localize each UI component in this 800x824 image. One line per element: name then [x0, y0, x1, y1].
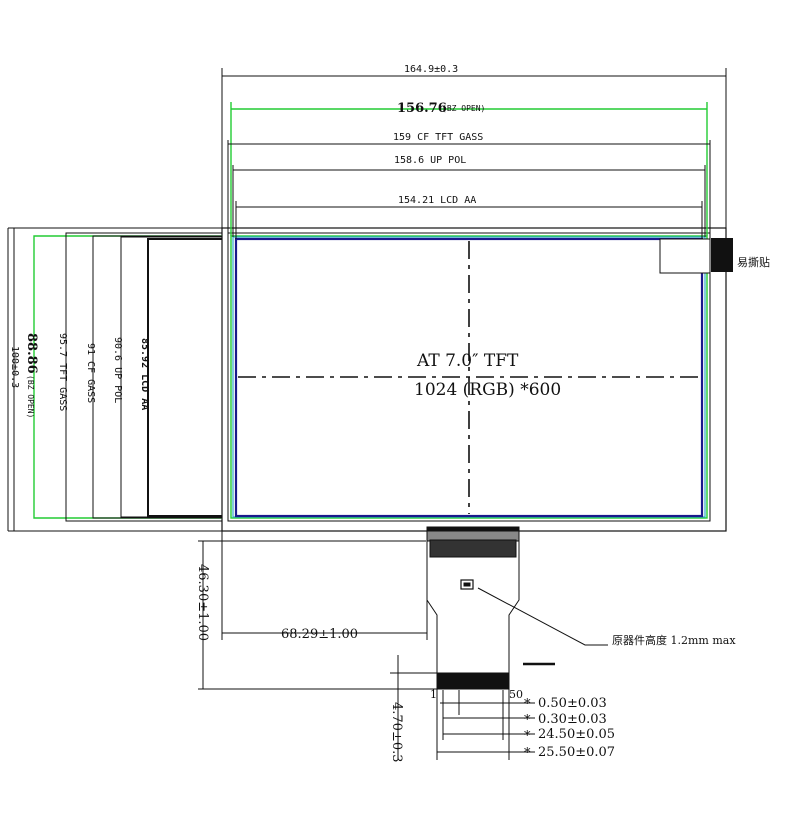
bz-open-outline: [230, 235, 708, 519]
pin-first-label: 1: [430, 688, 437, 701]
pin-width-star: *: [524, 697, 531, 712]
component-height-label: 原器件高度 1.2mm max: [612, 633, 736, 647]
fpc-offset-label: 68.29±1.00: [281, 627, 358, 642]
panel-layers: [227, 232, 711, 522]
up-pol-height-label: 90.6 UP POL: [112, 337, 123, 403]
pin-pitch-star: *: [524, 713, 531, 728]
cf-tft-glass-width-label: 159 CF TFT GASS: [393, 132, 483, 143]
lcd-aa-width-label: 154.21 LCD AA: [398, 195, 476, 206]
tft-glass-height-label: 95.7 TFT GASS: [57, 333, 68, 411]
cf-tft-glass-outline: [227, 232, 711, 522]
pin-last-label: 50: [509, 688, 523, 701]
tear-tape: [659, 238, 733, 274]
fpc-height-label: 46.30±1.00: [195, 564, 210, 641]
pins-span-label: 24.50±0.05: [538, 727, 615, 742]
bz-open-width-note: (BZ OPEN): [442, 104, 485, 113]
lcd-active-area: [234, 237, 704, 518]
pin-width-label: 0.50±0.03: [538, 696, 607, 711]
display-resolution: 1024 (RGB) *600: [414, 380, 561, 400]
fpc-thickness-label: 4.70±0.3: [389, 702, 404, 763]
top-dimension-lines: [221, 68, 727, 239]
bz-open-height-label: 88.86: [24, 333, 39, 374]
pin-pitch-label: 0.30±0.03: [538, 712, 607, 727]
center-lines: [238, 241, 700, 514]
fpc-tail: [426, 526, 608, 690]
outline-width-label: 164.9±0.3: [404, 64, 458, 75]
left-height-lines: [7, 228, 222, 531]
tear-tape-label: 易撕贴: [737, 255, 770, 269]
outline-height-label: 100±0.3: [9, 346, 20, 388]
bz-open-height-note: (BZ OPEN): [26, 375, 35, 418]
cf-glass-height-label: 91 CF GASS: [85, 343, 96, 403]
bz-open-width-label: 156.76: [397, 101, 447, 116]
lcd-aa-height-label: 85.92 LCD AA: [139, 338, 150, 410]
fpc-dimension-lines: [198, 531, 535, 760]
pins-span-star: *: [524, 729, 531, 744]
up-pol-width-label: 158.6 UP POL: [394, 155, 466, 166]
display-title: AT 7.0″ TFT: [416, 351, 519, 371]
finger-width-label: 25.50±0.07: [538, 745, 615, 760]
finger-width-star: *: [524, 746, 531, 761]
